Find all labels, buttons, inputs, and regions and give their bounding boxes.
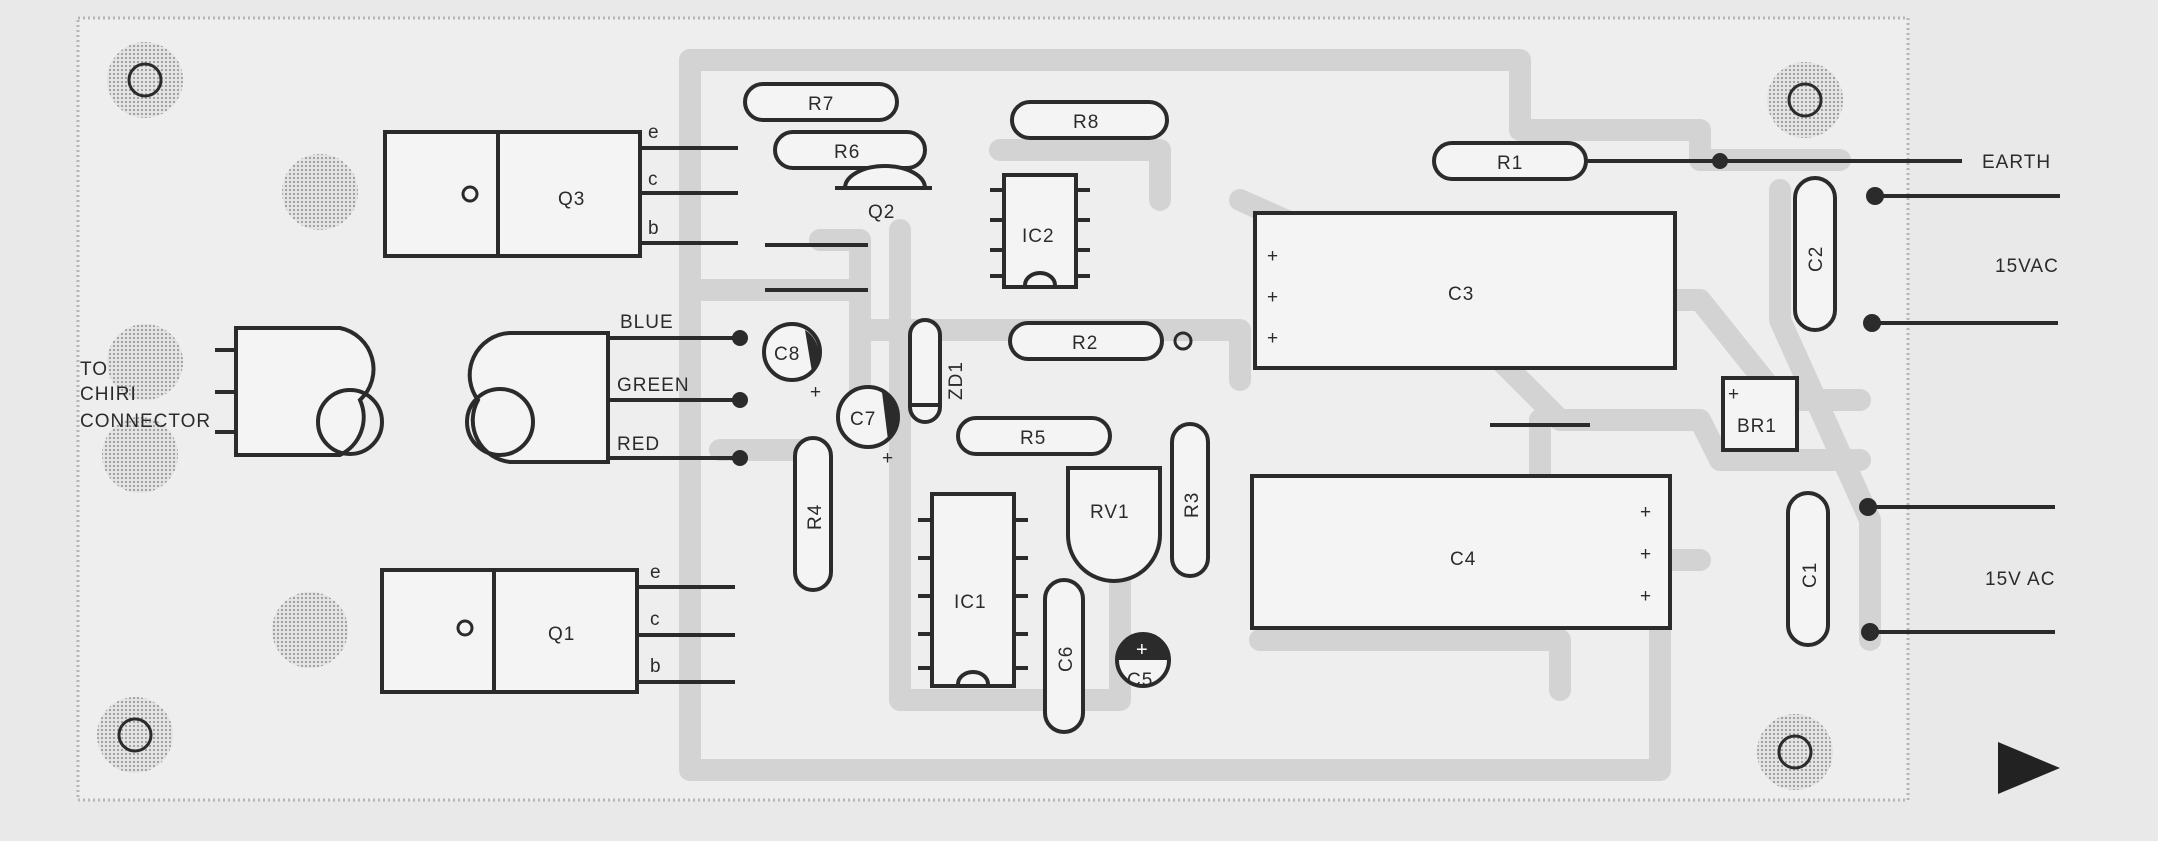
transistor-q3: Q3 e c b xyxy=(383,122,738,258)
resistor-r1: R1 xyxy=(1432,141,1588,181)
capacitor-c8: C8 + xyxy=(762,322,822,403)
wire-blue-label: BLUE xyxy=(620,312,674,333)
c3-label: C3 xyxy=(1448,284,1474,305)
c7-plus: + xyxy=(882,448,894,469)
chiri-connector: TO CHIRI CONNECTOR xyxy=(80,326,384,457)
r7-label: R7 xyxy=(808,94,834,115)
q1-pin-b: b xyxy=(650,656,662,677)
c4-plus-2: + xyxy=(1640,544,1652,565)
r3-label: R3 xyxy=(1182,492,1203,518)
r4-label: R4 xyxy=(805,504,826,530)
ic1-chip: IC1 xyxy=(918,492,1028,688)
rv1-label: RV1 xyxy=(1090,502,1130,523)
c5-plus: + xyxy=(1136,639,1148,661)
capacitor-c4: C4 + + + xyxy=(1250,474,1672,630)
c2-label: C2 xyxy=(1806,246,1827,272)
connector-label-line1: TO xyxy=(80,359,108,380)
earth-label: EARTH xyxy=(1982,152,2051,173)
trimmer-rv1: RV1 xyxy=(1066,466,1162,583)
r8-label: R8 xyxy=(1073,112,1099,133)
connector-label-line3: CONNECTOR xyxy=(80,411,211,432)
c1-label: C1 xyxy=(1800,562,1821,588)
q3-pin-e: e xyxy=(648,122,660,143)
cable-plug: BLUE GREEN RED xyxy=(465,312,748,466)
transistor-q1: Q1 e c b xyxy=(380,562,735,694)
capacitor-c6: C6 xyxy=(1043,578,1085,734)
connector-label-line2: CHIRI xyxy=(80,384,137,405)
c4-label: C4 xyxy=(1450,549,1476,570)
c7-label: C7 xyxy=(850,409,876,430)
capacitor-c1: C1 xyxy=(1786,491,1830,647)
wire-red-label: RED xyxy=(617,434,660,455)
c4-plus-3: + xyxy=(1640,586,1652,607)
zener-zd1: ZD1 xyxy=(908,318,967,424)
c5-label: C5 xyxy=(1127,670,1153,691)
c3-plus-3: + xyxy=(1267,328,1279,349)
c3-plus-1: + xyxy=(1267,246,1279,267)
capacitor-c7: C7 + xyxy=(836,385,900,469)
wire-green-label: GREEN xyxy=(617,375,690,396)
q1-label: Q1 xyxy=(548,624,575,645)
resistor-r6: R6 xyxy=(773,130,927,170)
q3-pin-c: c xyxy=(648,169,659,190)
ic1-label: IC1 xyxy=(954,592,987,613)
resistor-r3: R3 xyxy=(1170,422,1210,578)
q3-label: Q3 xyxy=(558,189,585,210)
c4-plus-1: + xyxy=(1640,502,1652,523)
ic2-chip: IC2 xyxy=(990,173,1090,289)
c8-label: C8 xyxy=(774,344,800,365)
resistor-r4: R4 xyxy=(793,436,833,592)
c6-label: C6 xyxy=(1056,646,1077,672)
r1-label: R1 xyxy=(1497,153,1523,174)
ac-top-label: 15VAC xyxy=(1995,256,2059,277)
r2-label: R2 xyxy=(1072,333,1098,354)
orientation-arrow-icon xyxy=(1998,742,2060,794)
mounting-holes xyxy=(97,42,1843,790)
ic2-label: IC2 xyxy=(1022,226,1055,247)
capacitor-c3: C3 + + + xyxy=(1253,211,1677,370)
r5-label: R5 xyxy=(1020,428,1046,449)
c3-plus-2: + xyxy=(1267,287,1279,308)
capacitor-c5: + C5 xyxy=(1115,632,1171,691)
transistor-q2: Q2 xyxy=(835,164,932,223)
resistor-r5: R5 xyxy=(956,416,1112,456)
zd1-label: ZD1 xyxy=(946,361,967,400)
q1-pin-e: e xyxy=(650,562,662,583)
resistor-r7: R7 xyxy=(743,82,899,122)
ac-bottom-label: 15V AC xyxy=(1985,569,2055,590)
br1-label: BR1 xyxy=(1737,416,1777,437)
ac-input-leads: 15VAC 15V AC xyxy=(1859,187,2060,641)
resistor-r8: R8 xyxy=(1010,100,1169,140)
br1-plus: + xyxy=(1728,384,1740,405)
capacitor-c2: C2 xyxy=(1793,176,1837,332)
r6-label: R6 xyxy=(834,142,860,163)
q2-label: Q2 xyxy=(868,202,895,223)
bridge-rectifier-br1: + BR1 xyxy=(1721,376,1799,452)
resistor-r2: R2 xyxy=(1008,321,1164,361)
q1-pin-c: c xyxy=(650,609,661,630)
c8-plus: + xyxy=(810,382,822,403)
q3-pin-b: b xyxy=(648,218,660,239)
